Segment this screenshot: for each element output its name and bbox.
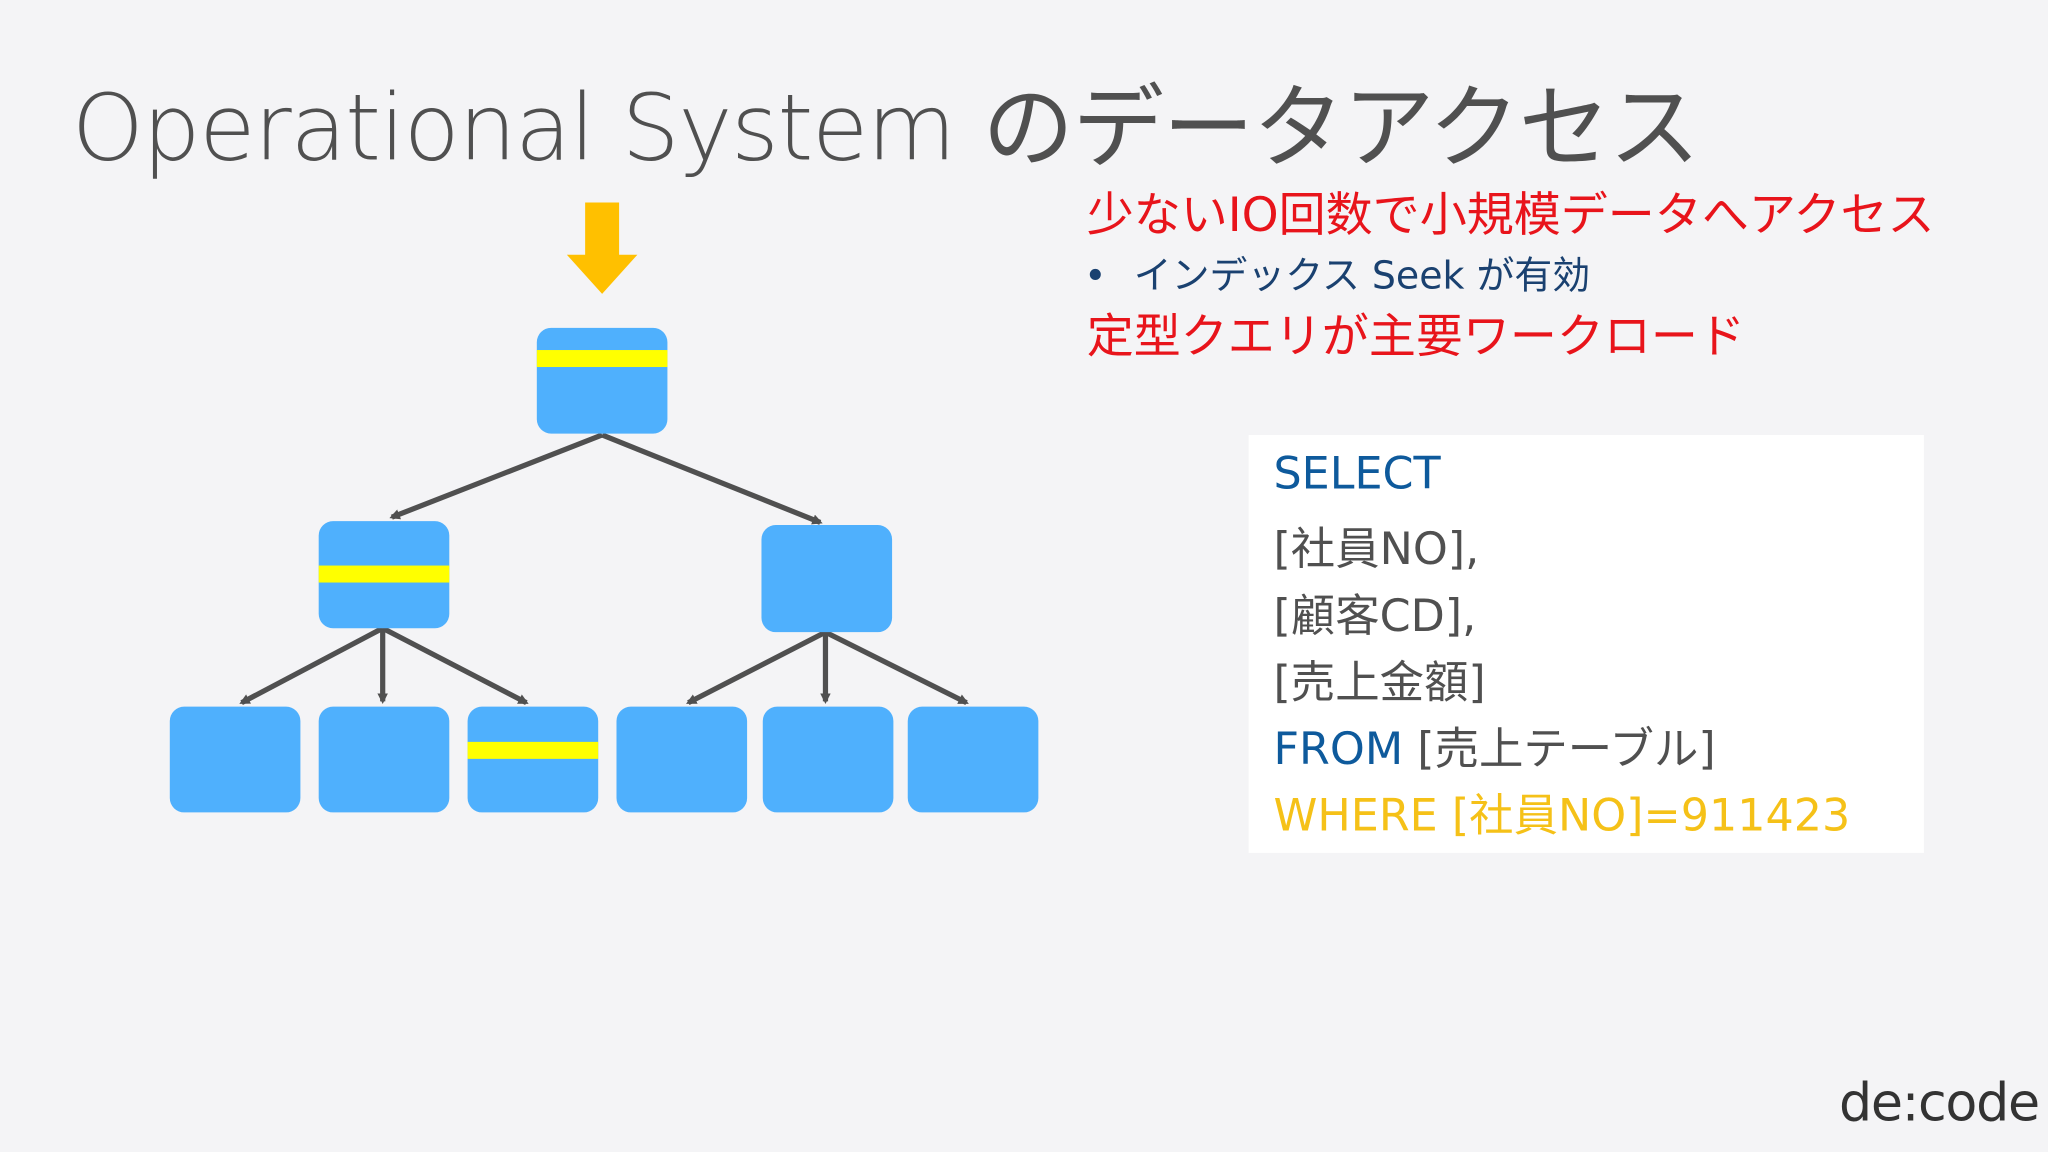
leaf-node	[616, 706, 748, 813]
sql-column: [社員NO],	[1273, 523, 1480, 576]
leaf-node	[907, 706, 1039, 813]
sql-code-box: SELECT [社員NO], [顧客CD], [売上金額] FROM [売上テー…	[1248, 434, 1924, 853]
branch-node-right	[761, 525, 893, 633]
leaf-node	[318, 706, 450, 813]
sql-column: [顧客CD],	[1273, 590, 1477, 643]
sql-from-line: FROM [売上テーブル]	[1273, 713, 1715, 777]
slide-title: Operational System のデータアクセス	[71, 74, 1700, 182]
bullet-index-seek: • インデックス Seek が有効	[1084, 246, 1590, 301]
sql-column: [売上金額]	[1273, 656, 1486, 710]
leaf-node	[169, 706, 301, 813]
seek-path-highlight	[467, 741, 599, 759]
seek-path-highlight	[318, 565, 450, 583]
sql-select: SELECT	[1273, 447, 1441, 501]
root-node	[536, 327, 668, 434]
sql-from: FROM	[1273, 723, 1404, 776]
leaf-node-highlighted	[467, 706, 599, 813]
seek-path-highlight	[536, 350, 668, 368]
sql-where: WHERE [社員NO]=911423	[1273, 790, 1851, 843]
entry-arrow-icon	[566, 202, 638, 294]
sql-table: [売上テーブル]	[1417, 723, 1716, 776]
point-small-io: 少ないIO回数で小規模データへアクセス	[1086, 189, 1935, 243]
decode-logo: de:code	[1839, 1073, 2040, 1134]
point-fixed-queries: 定型クエリが主要ワークロード	[1086, 310, 1745, 365]
leaf-node	[762, 706, 894, 813]
bullet-dot-icon: •	[1084, 253, 1107, 298]
bullet-text: インデックス Seek が有効	[1133, 253, 1591, 298]
tree-edges	[239, 432, 969, 706]
